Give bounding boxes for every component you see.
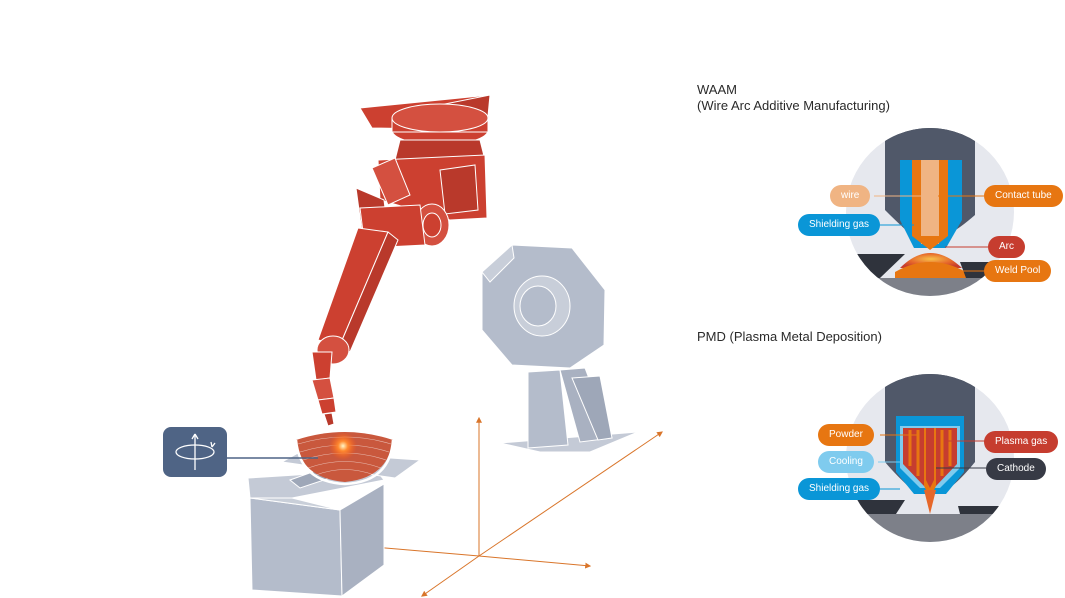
label-plasma-gas: Plasma gas xyxy=(984,431,1059,453)
pmd-title: PMD (Plasma Metal Deposition) xyxy=(697,329,882,344)
rotate-around-axis-icon xyxy=(175,433,216,470)
waam-title-line1: WAAM xyxy=(697,82,737,97)
y-axis-front xyxy=(421,555,480,597)
waam-leaders xyxy=(874,195,988,272)
label-arc: Arc xyxy=(988,236,1025,258)
y-axis-back xyxy=(478,431,663,557)
pmd-leaders xyxy=(878,434,986,490)
label-cathode: Cathode xyxy=(986,458,1046,480)
waam-title-line2: (Wire Arc Additive Manufacturing) xyxy=(697,98,890,113)
industrial-robot xyxy=(311,94,491,427)
workpiece-bowl xyxy=(294,432,395,486)
label-wire: wire xyxy=(830,185,871,207)
rotation-callout xyxy=(163,427,318,477)
label-shielding-gas-waam: Shielding gas xyxy=(798,214,881,236)
waam-detail xyxy=(846,128,1014,296)
waam-title: WAAM (Wire Arc Additive Manufacturing) xyxy=(697,82,890,114)
label-weld-pool: Weld Pool xyxy=(984,260,1052,282)
x-axis-front xyxy=(478,555,592,569)
label-contact-tube: Contact tube xyxy=(984,185,1063,207)
label-cooling: Cooling xyxy=(818,451,874,473)
label-shielding-gas-pmd: Shielding gas xyxy=(798,478,881,500)
label-powder: Powder xyxy=(818,424,874,446)
rotary-positioner xyxy=(481,244,639,453)
